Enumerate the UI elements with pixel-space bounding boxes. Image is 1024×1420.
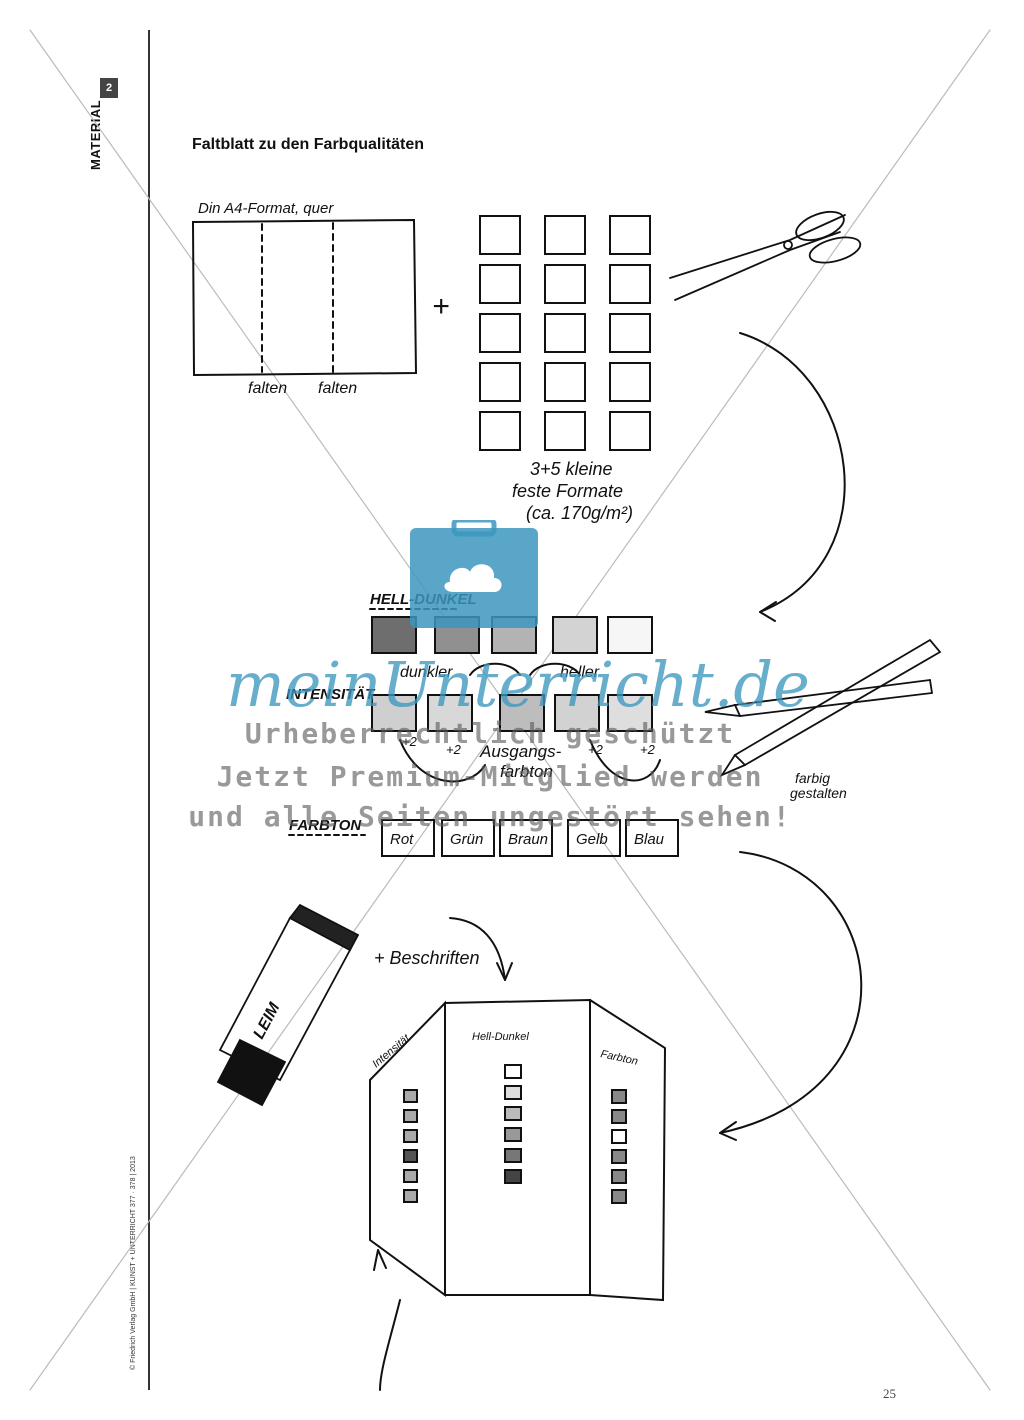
small-card [479,313,521,353]
briefcase-cloud-icon [410,520,538,628]
small-formats-line-3: (ca. 170g/m²) [526,503,633,523]
ausgangs-label-1: Ausgangs- [479,742,562,761]
small-formats-line-2: feste Formate [512,481,623,501]
ausgangs-label-2: farbton [500,762,553,781]
intensitaet-swatch [427,694,473,732]
farbton-box [381,819,435,857]
small-card [544,313,586,353]
plus-two-4: +2 [640,742,656,757]
leaflet-swatch-right [611,1149,627,1164]
small-card [479,264,521,304]
farbton-boxes: Rot Grün Braun Gelb Blau [381,819,679,857]
small-card [544,215,586,255]
small-card [479,215,521,255]
watermark-line-1: Urheberrechtlich geschützt [244,717,736,750]
intensitaet-swatch [554,694,600,732]
small-card [609,411,651,451]
page-number: 25 [883,1386,896,1401]
folded-leaflet-drawing: Intensität Hell-Dunkel Farbton [369,998,667,1302]
leaflet-panel-middle: Hell-Dunkel [472,1031,529,1043]
watermark-line-2: Jetzt Premium-Mitglied werden [216,760,764,793]
farbton-label: Blau [634,831,665,848]
a4-format-label: Din A4-Format, quer [198,200,334,217]
leaflet-swatch-right [611,1169,627,1184]
leaflet-swatch-left [403,1089,418,1103]
farbton-box [567,819,621,857]
fold-label-right: falten [318,380,357,397]
hell-dunkel-swatch [607,616,653,654]
plus-sign: + [432,290,450,323]
leaflet-swatch-left [403,1169,418,1183]
flow-arrow-2 [719,851,863,1134]
small-card [544,264,586,304]
farbton-label: Braun [508,831,548,848]
gestalten-label: gestalten [790,785,847,801]
small-card [544,411,586,451]
leaflet-swatch-right [611,1109,627,1124]
farbton-box [499,819,553,857]
intensitaet-swatches [371,694,653,732]
leaflet-swatch-left [403,1189,418,1203]
farbton-label: Gelb [576,831,608,848]
hell-dunkel-swatch [371,616,417,654]
margin-rule [148,30,150,1390]
small-card [609,313,651,353]
leaflet-swatch-middle [504,1148,522,1163]
intensitaet-swatch [499,694,545,732]
page-title: Faltblatt zu den Farbqualitäten [192,136,425,153]
farbig-label: farbig [795,770,830,786]
intensitaet-heading: INTENSITÄT [286,686,376,703]
label-instruction: + Beschriften [374,948,480,968]
darker-label: dunkler [400,664,453,681]
leaflet-swatch-middle [504,1064,522,1079]
watermark-line-3: und alle Seiten ungestört sehen! [188,800,792,833]
leaflet-panel-left: Intensität [370,1032,413,1070]
hell-dunkel-swatch [552,616,598,654]
small-card [479,362,521,402]
leaflet-swatch-middle [504,1127,522,1142]
scissors-icon [669,210,862,301]
intensitaet-swatch [371,694,417,732]
leaflet-swatch-left [403,1129,418,1143]
small-card [609,362,651,402]
leaflet-swatch-middle [504,1106,522,1121]
lighter-label: heller [560,664,600,681]
farbton-heading: FARBTON [289,817,362,834]
leaflet-swatch-right [611,1189,627,1204]
small-formats-line-1: 3+5 kleine [530,459,613,479]
intensitaet-swatch [607,694,653,732]
farbton-box [441,819,495,857]
leaflet-panel-right: Farbton [599,1048,639,1068]
flow-arrow-3 [379,1299,401,1391]
leaflet-swatch-left [403,1149,418,1163]
small-card [544,362,586,402]
farbton-box [625,819,679,857]
farbton-label: Grün [450,831,483,848]
small-cards-grid [479,215,651,451]
leaflet-swatch-right [611,1089,627,1104]
small-card [609,215,651,255]
a4-sheet-drawing: Din A4-Format, quer falten falten [191,200,418,397]
plus-two-2: +2 [446,742,462,757]
leaflet-swatch-left [403,1109,418,1123]
small-card [609,264,651,304]
watermark-brand: meinUnterricht.de [226,648,810,721]
farbton-label: Rot [390,831,414,848]
material-number-badge: 2 [100,78,118,98]
flow-arrow-1 [739,332,846,613]
fold-label-left: falten [248,380,287,397]
plus-two-1: +2 [402,734,418,749]
leaflet-swatch-middle [504,1169,522,1184]
leaflet-swatch-right [611,1129,627,1144]
small-card [479,411,521,451]
leaflet-swatch-middle [504,1085,522,1100]
glue-stick-label: LEIM [251,1000,284,1042]
glue-stick-icon: LEIM [216,903,360,1107]
pencils-icon [704,638,942,778]
